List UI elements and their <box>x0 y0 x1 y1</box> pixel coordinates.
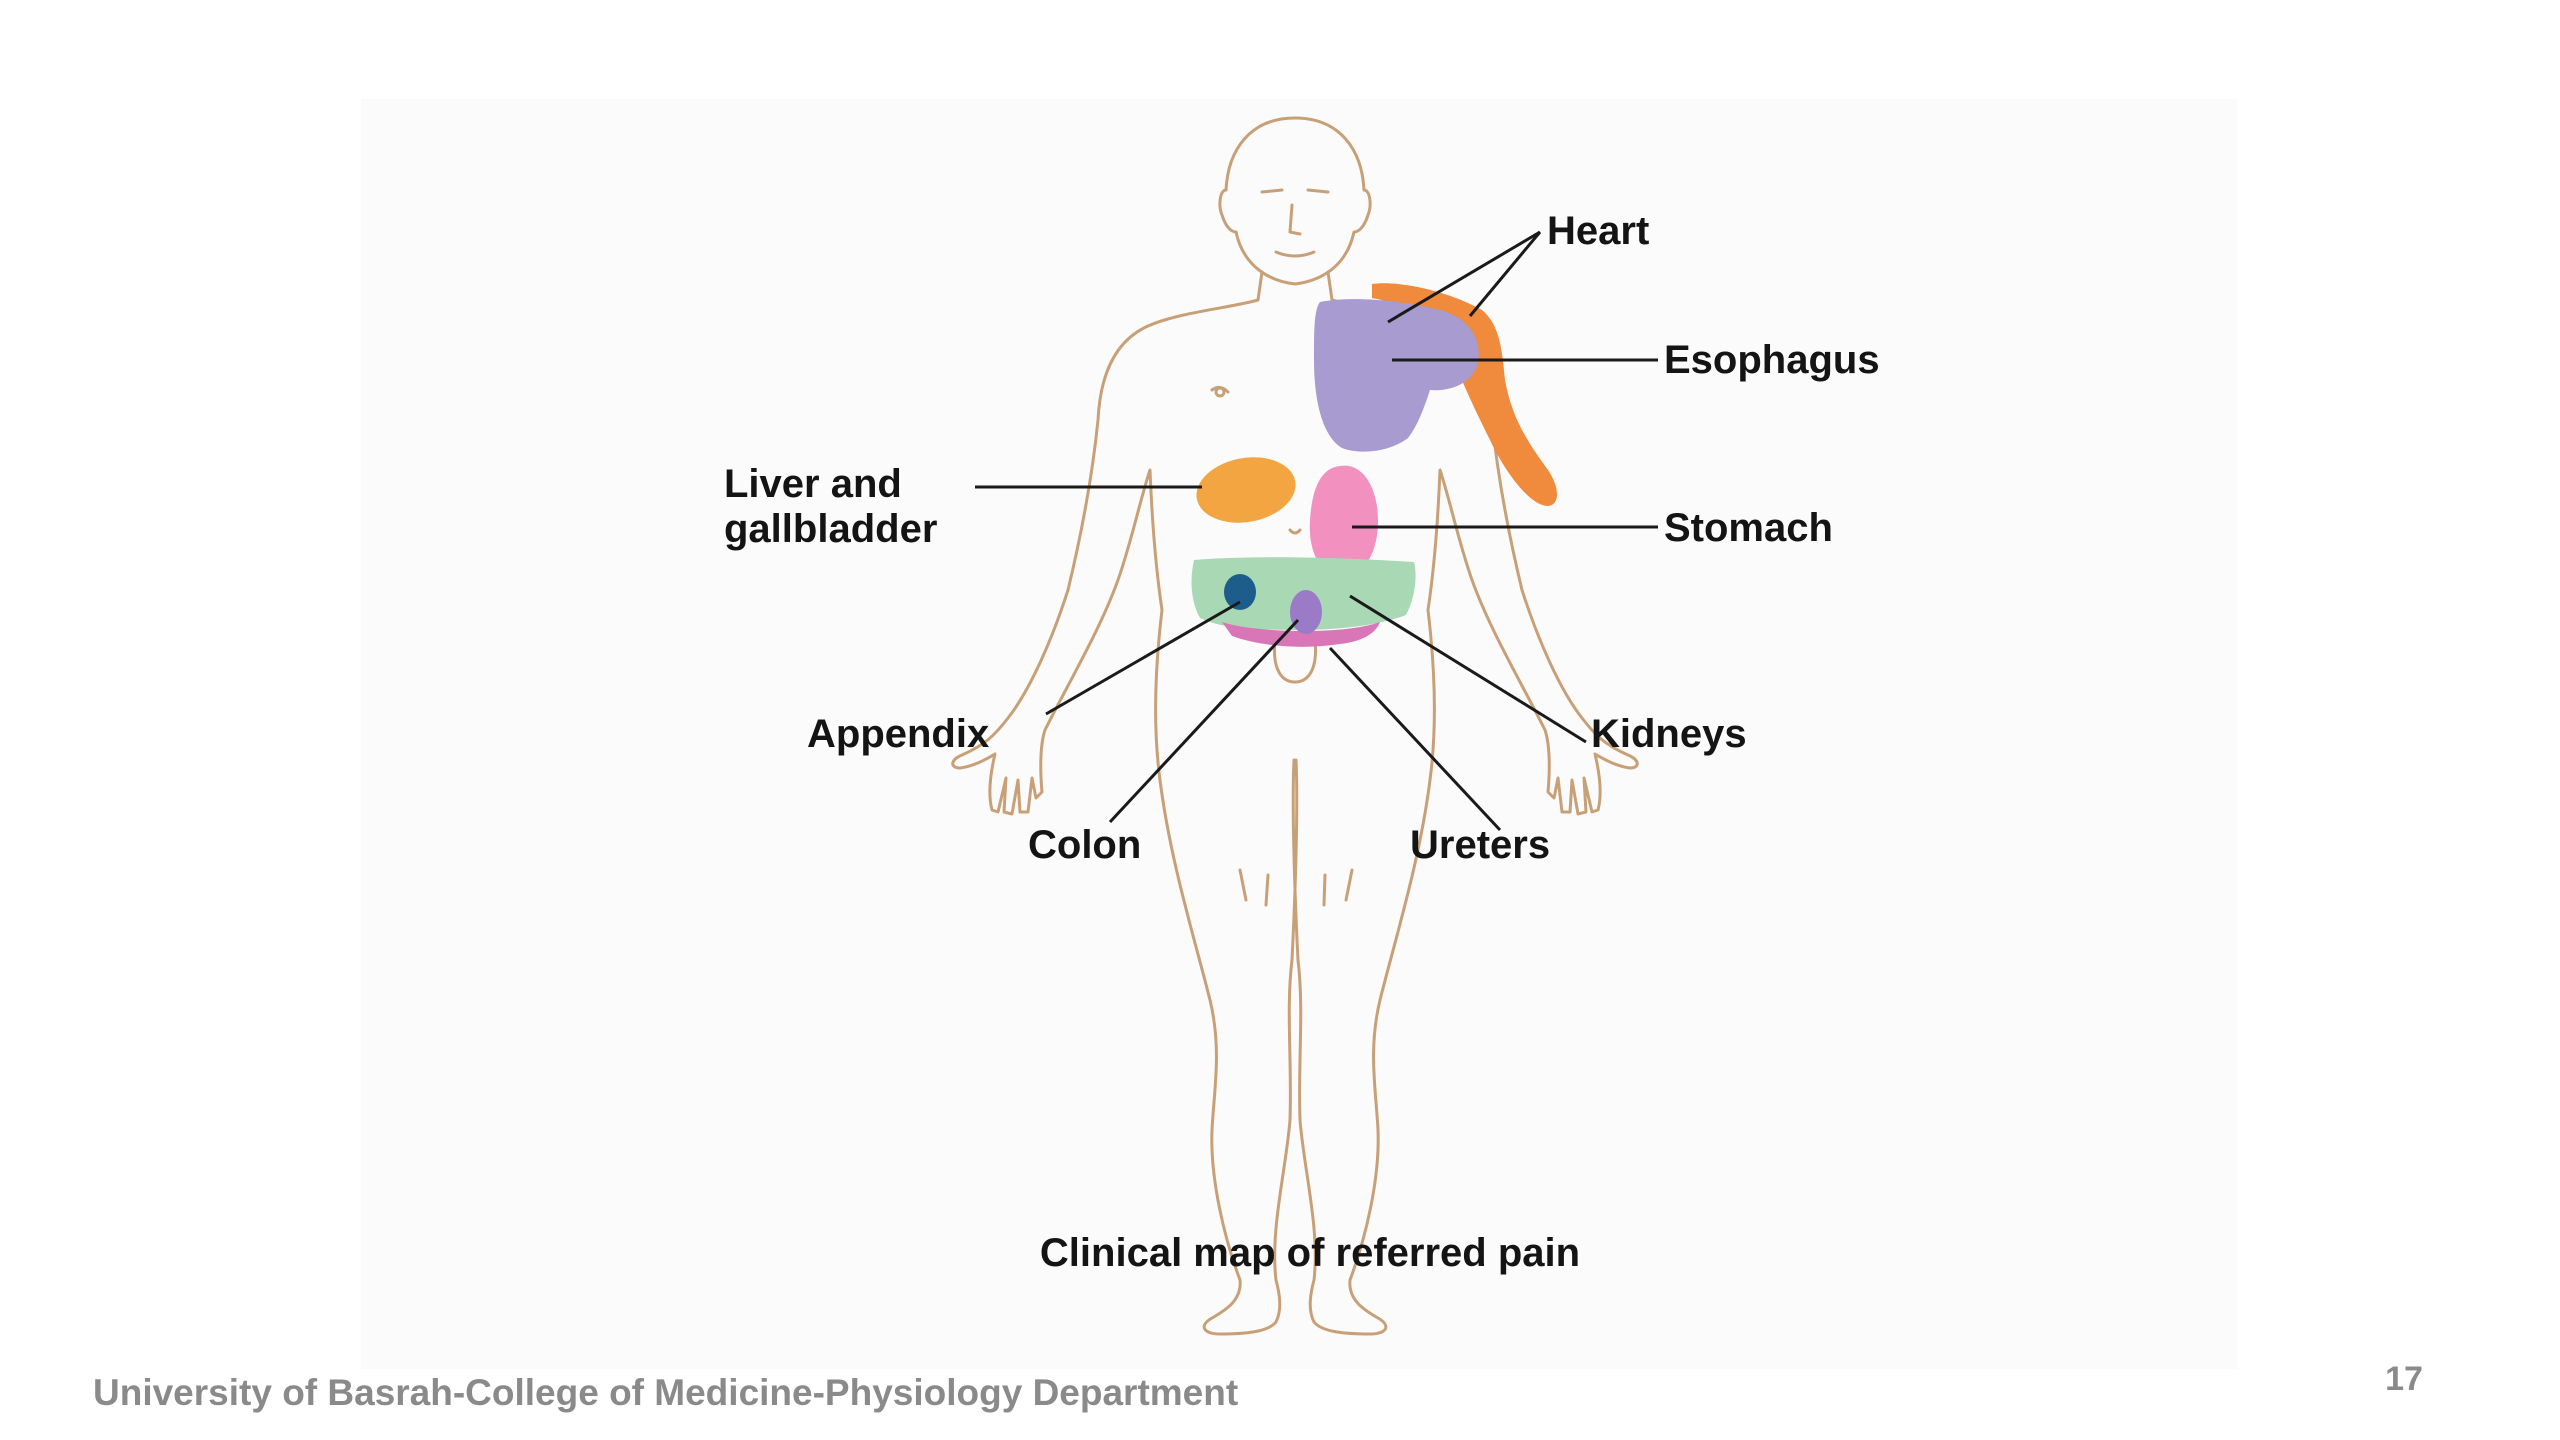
heart-leader-b <box>1468 231 1542 317</box>
label-kidneys: Kidneys <box>1591 712 1747 756</box>
appendix-region <box>1224 574 1256 610</box>
labels: Heart Esophagus Liver and gallbladder St… <box>724 209 1880 1275</box>
ureters-region <box>1290 590 1322 634</box>
leader-lines <box>975 230 1658 832</box>
label-ureters: Ureters <box>1410 823 1550 867</box>
page-number: 17 <box>2385 1360 2423 1398</box>
footer-institution: University of Basrah-College of Medicine… <box>93 1372 1239 1413</box>
appendix-leader <box>1045 600 1241 716</box>
figure-panel <box>361 99 2237 1369</box>
label-heart: Heart <box>1547 209 1649 253</box>
label-appendix: Appendix <box>807 712 989 756</box>
ureters-leader <box>1328 646 1502 832</box>
kidneys-region <box>1222 622 1380 647</box>
left-body-contour <box>951 270 1299 1336</box>
label-stomach: Stomach <box>1664 506 1833 550</box>
diagram-caption: Clinical map of referred pain <box>1040 1231 1580 1275</box>
esophagus-region <box>1314 299 1479 452</box>
heart-region <box>1372 283 1557 506</box>
label-colon: Colon <box>1028 823 1141 867</box>
stomach-region <box>1309 465 1378 575</box>
head <box>1218 116 1372 286</box>
pain-regions <box>1191 283 1557 647</box>
body-outline <box>951 116 1639 1336</box>
label-liver-line1: Liver and <box>724 462 902 506</box>
label-liver-line2: gallbladder <box>724 507 937 551</box>
liver-and-gallbladder-region <box>1196 457 1296 523</box>
heart-leader-a <box>1387 230 1541 324</box>
right-body-contour <box>1291 270 1639 1336</box>
label-esophagus: Esophagus <box>1664 338 1880 382</box>
kidneys-leader <box>1349 594 1587 744</box>
colon-leader <box>1108 618 1300 824</box>
